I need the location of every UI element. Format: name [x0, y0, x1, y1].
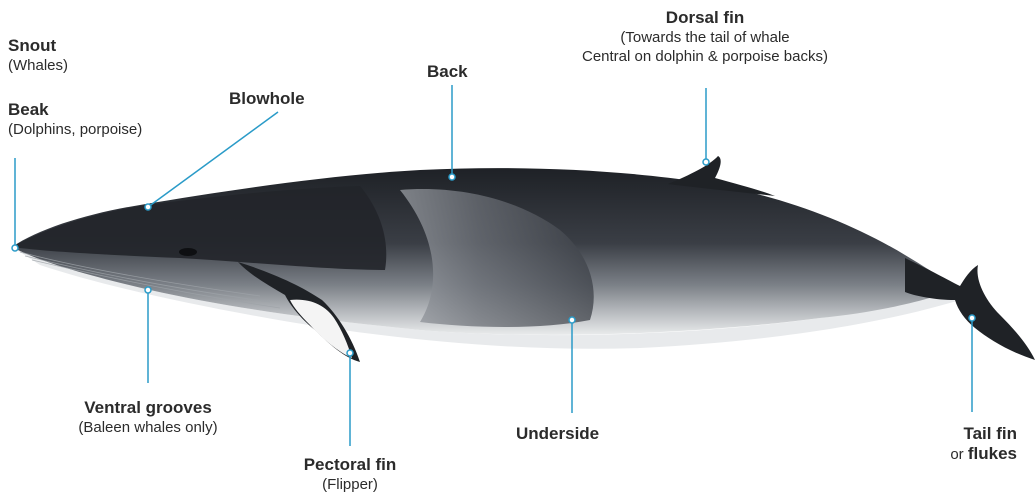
tail-fin-title: Tail fin — [963, 424, 1017, 443]
ventral-grooves-sub: (Baleen whales only) — [78, 419, 217, 436]
beak-sub: (Dolphins, porpoise) — [8, 121, 142, 138]
dorsal-dot — [703, 159, 709, 165]
back-title: Back — [427, 62, 468, 81]
whale-eye — [179, 248, 197, 256]
dorsal-fin-label: Dorsal fin (Towards the tail of whale Ce… — [544, 8, 866, 66]
underside-title: Underside — [516, 424, 599, 443]
snout-dot — [12, 245, 18, 251]
blowhole-title: Blowhole — [229, 89, 305, 108]
blowhole-label: Blowhole — [229, 89, 305, 109]
tail-fin-label: Tail fin or flukes — [950, 424, 1017, 464]
snout-title: Snout — [8, 36, 56, 55]
beak-title: Beak — [8, 100, 49, 119]
snout-sub: (Whales) — [8, 57, 68, 74]
tail-dot — [969, 315, 975, 321]
underside-label: Underside — [516, 424, 599, 444]
beak-label: Beak (Dolphins, porpoise) — [8, 100, 142, 139]
dorsal-fin-title: Dorsal fin — [666, 8, 744, 27]
ventral-grooves-label: Ventral grooves (Baleen whales only) — [58, 398, 238, 437]
snout-label: Snout (Whales) — [8, 36, 68, 75]
dorsal-fin-sub1: (Towards the tail of whale — [620, 29, 789, 46]
pectoral-dot — [347, 350, 353, 356]
ventral-grooves-title: Ventral grooves — [84, 398, 212, 417]
pectoral-fin-sub: (Flipper) — [322, 476, 378, 493]
pectoral-fin-title: Pectoral fin — [304, 455, 397, 474]
back-dot — [449, 174, 455, 180]
pectoral-fin-label: Pectoral fin (Flipper) — [285, 455, 415, 494]
back-label: Back — [427, 62, 468, 82]
underside-dot — [569, 317, 575, 323]
ventral-dot — [145, 287, 151, 293]
tail-fin-or: or — [950, 446, 963, 463]
dorsal-fin-sub2: Central on dolphin & porpoise backs) — [582, 48, 828, 65]
blowhole-dot — [145, 204, 151, 210]
tail-fin-flukes: flukes — [968, 444, 1017, 463]
